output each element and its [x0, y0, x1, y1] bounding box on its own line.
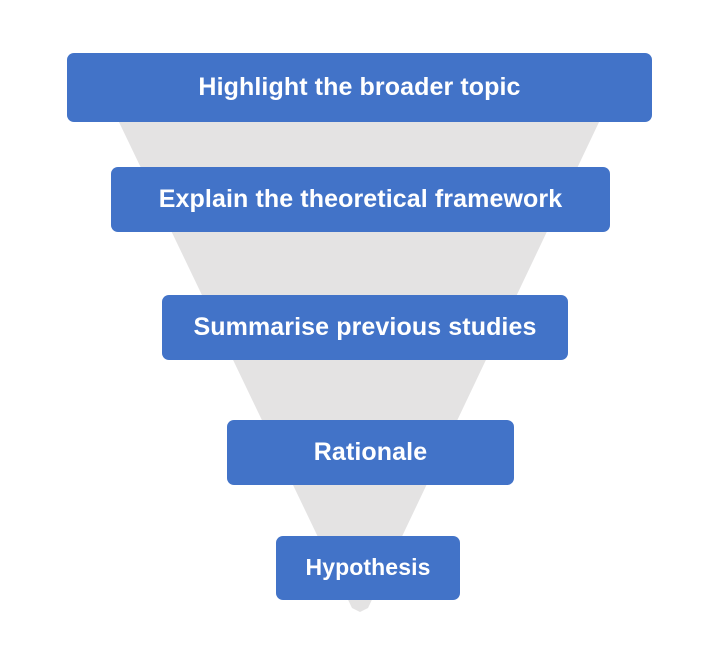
funnel-stage-5[interactable]: Hypothesis [276, 536, 460, 600]
funnel-stage-1-label: Highlight the broader topic [198, 72, 521, 101]
funnel-stage-4[interactable]: Rationale [227, 420, 514, 485]
funnel-stage-2-label: Explain the theoretical framework [158, 184, 563, 213]
funnel-stage-3-label: Summarise previous studies [193, 312, 537, 341]
funnel-stage-5-label: Hypothesis [305, 554, 431, 581]
funnel-stage-2[interactable]: Explain the theoretical framework [111, 167, 610, 232]
funnel-stage-1[interactable]: Highlight the broader topic [67, 53, 652, 122]
funnel-stage-3[interactable]: Summarise previous studies [162, 295, 568, 360]
funnel-stage-4-label: Rationale [313, 437, 428, 466]
